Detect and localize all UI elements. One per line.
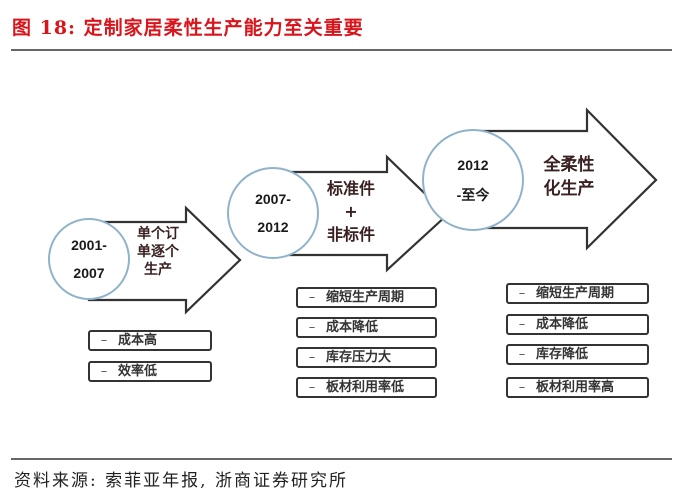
stage-1-period: 2001- 2007 bbox=[49, 231, 129, 287]
stage-2-mode: 标准件 + 非标件 bbox=[318, 177, 384, 246]
stage-2-circle bbox=[227, 167, 319, 259]
stage-3-mode-line: 全柔性 bbox=[543, 155, 595, 175]
stage-1-circle bbox=[48, 218, 130, 300]
stage-1-mode: 单个订 单逐个 生产 bbox=[128, 225, 188, 279]
stage-2-item: –成本降低 bbox=[296, 317, 437, 338]
stage-3-period-start: 2012 bbox=[457, 157, 489, 173]
item-text: 成本降低 bbox=[326, 320, 379, 335]
figure-source: 资料来源: 索菲亚年报, 浙商证券研究所 bbox=[14, 471, 348, 491]
bullet-dash: – bbox=[308, 320, 316, 335]
stage-2-item: –缩短生产周期 bbox=[296, 287, 437, 308]
stage-1-period-end: 2007 bbox=[73, 265, 105, 281]
stage-1-arrow bbox=[87, 205, 242, 315]
stage-1-mode-line: 单逐个 bbox=[137, 244, 179, 260]
item-text: 成本降低 bbox=[536, 317, 589, 332]
stage-3-mode-line: 化生产 bbox=[543, 179, 595, 199]
stage-3-item: –缩短生产周期 bbox=[506, 283, 649, 304]
stage-1-period-start: 2001- bbox=[71, 237, 107, 253]
stage-2-item: –板材利用率低 bbox=[296, 377, 437, 398]
item-text: 成本高 bbox=[118, 333, 158, 348]
bullet-dash: – bbox=[308, 350, 316, 365]
top-rule bbox=[11, 49, 672, 51]
item-text: 缩短生产周期 bbox=[326, 290, 405, 305]
stage-2-period-end: 2012 bbox=[257, 219, 289, 235]
stage-3-item: –成本降低 bbox=[506, 314, 649, 335]
item-text: 库存降低 bbox=[536, 347, 589, 362]
item-text: 效率低 bbox=[118, 364, 158, 379]
stage-2-mode-line: + bbox=[344, 202, 358, 221]
stage-2-arrow bbox=[271, 154, 449, 273]
bullet-dash: – bbox=[100, 364, 108, 379]
bottom-rule bbox=[11, 458, 672, 460]
bullet-dash: – bbox=[518, 347, 526, 362]
stage-3-item: –库存降低 bbox=[506, 344, 649, 365]
bullet-dash: – bbox=[100, 333, 108, 348]
bullet-dash: – bbox=[308, 380, 316, 395]
bullet-dash: – bbox=[518, 286, 526, 301]
stage-2-item: –库存压力大 bbox=[296, 347, 437, 368]
stage-3-period-end: -至今 bbox=[456, 187, 490, 203]
stage-1-mode-line: 单个订 bbox=[137, 226, 179, 242]
item-text: 板材利用率低 bbox=[326, 380, 405, 395]
item-text: 缩短生产周期 bbox=[536, 286, 615, 301]
item-text: 库存压力大 bbox=[326, 350, 392, 365]
figure-title: 图 18: 定制家居柔性生产能力至关重要 bbox=[12, 17, 364, 39]
stage-3-item: –板材利用率高 bbox=[506, 377, 649, 398]
stage-1-item: –成本高 bbox=[88, 330, 212, 351]
stage-1-mode-line: 生产 bbox=[144, 262, 172, 278]
stage-2-period: 2007- 2012 bbox=[228, 185, 318, 241]
bullet-dash: – bbox=[518, 380, 526, 395]
stage-2-mode-line: 标准件 bbox=[326, 179, 375, 198]
stage-3-circle bbox=[422, 129, 524, 231]
bullet-dash: – bbox=[518, 317, 526, 332]
stage-3-period: 2012 -至今 bbox=[428, 150, 518, 210]
bullet-dash: – bbox=[308, 290, 316, 305]
stage-3-arrow bbox=[471, 107, 658, 251]
item-text: 板材利用率高 bbox=[536, 380, 615, 395]
stage-3-mode: 全柔性 化生产 bbox=[534, 153, 604, 201]
stage-2-period-start: 2007- bbox=[255, 191, 291, 207]
stage-1-item: –效率低 bbox=[88, 361, 212, 382]
stage-2-mode-line: 非标件 bbox=[326, 225, 375, 244]
